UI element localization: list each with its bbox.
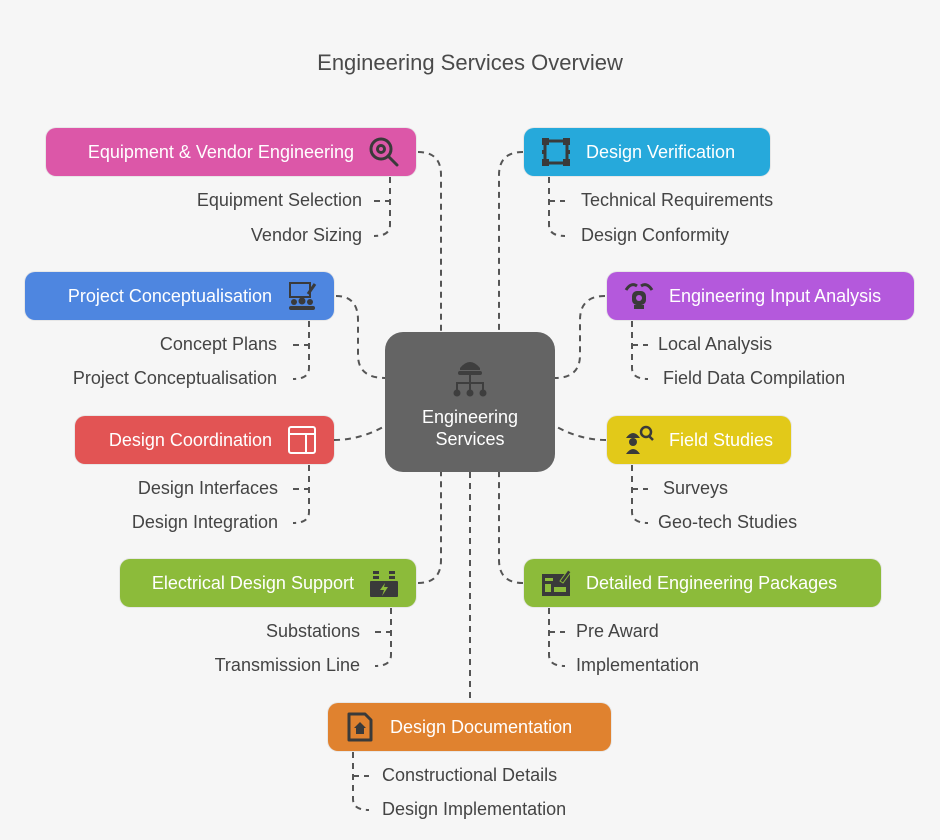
worker-search-icon: [623, 424, 655, 456]
branch-detailed-engineering-packages[interactable]: Detailed Engineering Packages: [524, 559, 881, 607]
sub-item: Geo-tech Studies: [658, 512, 798, 532]
sub-item: Technical Requirements: [581, 190, 774, 210]
branch-design-coordination[interactable]: Design Coordination: [75, 416, 334, 464]
sub-item: Design Integration: [131, 512, 278, 532]
branch-equipment-vendor-engineering[interactable]: Equipment & Vendor Engineering: [46, 128, 416, 176]
gear-search-icon: [368, 136, 400, 168]
sub-item: Pre Award: [576, 621, 659, 641]
center-node[interactable]: Engineering Services: [385, 332, 555, 472]
branch-label: Equipment & Vendor Engineering: [87, 141, 354, 162]
branch-field-studies[interactable]: Field Studies: [607, 416, 791, 464]
selection-frame-icon: [540, 136, 572, 168]
branch-design-documentation[interactable]: Design Documentation: [328, 703, 611, 751]
sub-item: Surveys: [663, 478, 729, 498]
center-label-line2: Services: [435, 429, 505, 449]
blueprint-edit-icon: [540, 567, 572, 599]
power-plant-icon: [368, 567, 400, 599]
branch-label: Field Studies: [669, 429, 774, 450]
branch-label: Detailed Engineering Packages: [586, 572, 838, 593]
hardhat-hierarchy-icon: [446, 354, 494, 402]
layout-icon: [286, 424, 318, 456]
connector-project: [335, 295, 386, 379]
branch-project-conceptualisation[interactable]: Project Conceptualisation: [25, 272, 334, 320]
presentation-team-icon: [286, 280, 318, 312]
sub-item: Design Implementation: [382, 799, 567, 819]
sub-item: Field Data Compilation: [663, 368, 846, 388]
connector-equipment: [417, 151, 442, 332]
connector-electrical: [417, 472, 442, 584]
center-label-line1: Engineering: [421, 407, 519, 427]
diagram-title: Engineering Services Overview: [317, 50, 623, 75]
connector-input: [554, 295, 606, 379]
branch-engineering-input-analysis[interactable]: Engineering Input Analysis: [607, 272, 914, 320]
branch-label: Design Documentation: [390, 716, 573, 737]
branch-label: Design Coordination: [108, 429, 272, 450]
sub-item: Project Conceptualisation: [72, 368, 277, 388]
connector-field: [554, 425, 607, 441]
home-document-icon: [344, 711, 376, 743]
sub-item: Substations: [265, 621, 360, 641]
connector-verification: [498, 151, 524, 332]
sub-item: Implementation: [576, 655, 700, 675]
branch-design-verification[interactable]: Design Verification: [524, 128, 770, 176]
sub-item: Constructional Details: [382, 765, 558, 785]
connector-detailed: [498, 472, 524, 584]
sub-item: Vendor Sizing: [250, 225, 362, 245]
branch-label: Electrical Design Support: [151, 572, 354, 593]
branch-label: Engineering Input Analysis: [669, 285, 882, 306]
sub-item: Design Conformity: [581, 225, 730, 245]
sub-item: Concept Plans: [159, 334, 277, 354]
sub-item: Local Analysis: [658, 334, 773, 354]
robot-signal-icon: [623, 280, 655, 312]
connector-coordination: [333, 425, 386, 441]
branch-label: Project Conceptualisation: [67, 285, 272, 306]
branch-label: Design Verification: [586, 141, 736, 162]
sub-item: Equipment Selection: [196, 190, 362, 210]
branch-electrical-design-support[interactable]: Electrical Design Support: [120, 559, 416, 607]
sub-item: Transmission Line: [214, 655, 360, 675]
sub-item: Design Interfaces: [137, 478, 278, 498]
